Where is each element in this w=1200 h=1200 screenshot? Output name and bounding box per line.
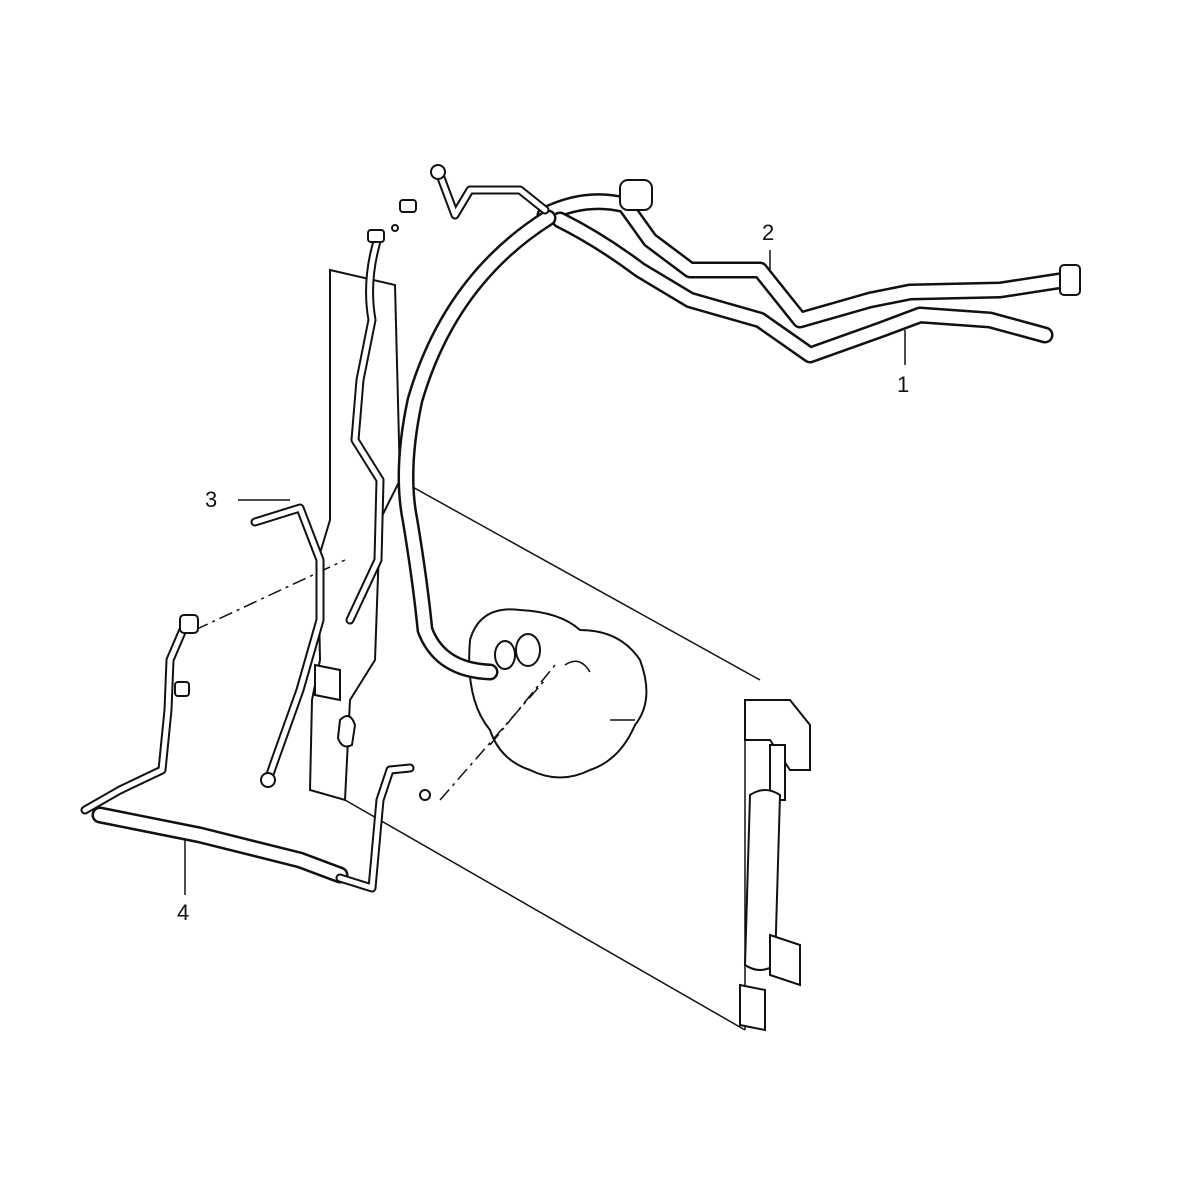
pipe-3	[250, 503, 325, 788]
compressor	[468, 608, 648, 779]
hose-1	[551, 211, 1054, 364]
callout-4: 4	[177, 900, 190, 925]
condenser	[308, 268, 811, 1032]
hose-2	[536, 179, 1081, 329]
callout-1: 1	[897, 372, 910, 397]
callout-3: 3	[205, 487, 218, 512]
hose-4	[80, 614, 415, 893]
suction-hose	[397, 209, 557, 681]
discharge-pipe	[345, 164, 550, 625]
callout-2: 2	[762, 220, 775, 245]
